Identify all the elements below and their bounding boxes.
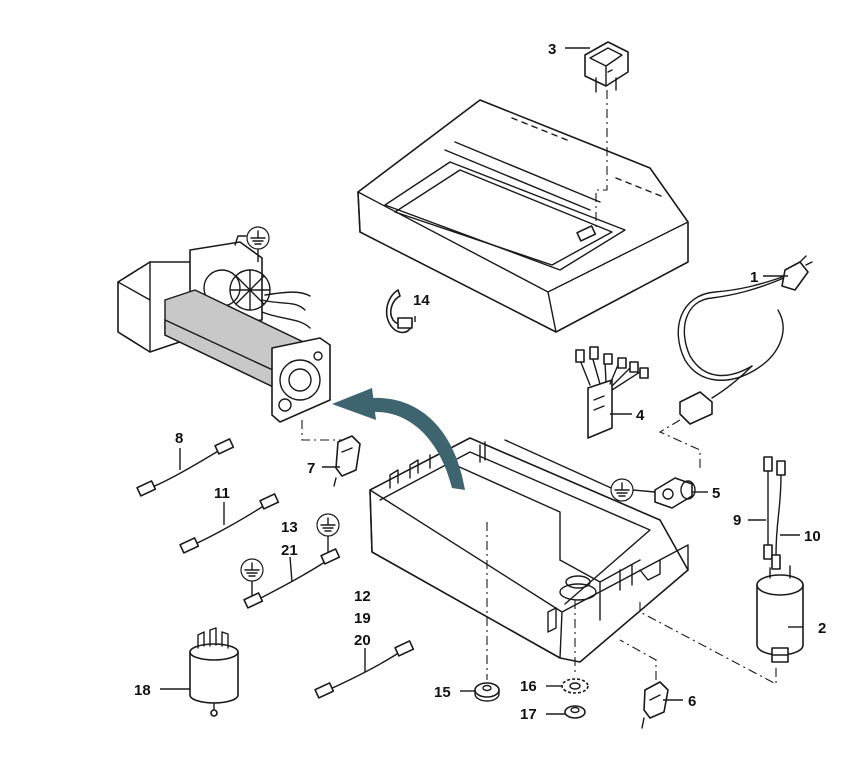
callout-3: 3 — [548, 41, 556, 58]
callout-5: 5 — [712, 485, 720, 502]
motor-assembly — [117, 235, 331, 423]
callout-10: 10 — [804, 528, 821, 545]
callout-7: 7 — [307, 460, 315, 477]
callout-4: 4 — [636, 407, 645, 424]
callout-1: 1 — [750, 269, 758, 286]
callout-6: 6 — [688, 693, 696, 710]
leader-lines — [160, 47, 803, 715]
callout-9: 9 — [733, 512, 741, 529]
callout-labels: 3 1 14 4 7 8 11 13 21 5 9 10 12 19 20 2 … — [134, 41, 826, 723]
assembly-arrow-icon — [332, 388, 465, 490]
lock-washer-16 — [561, 678, 589, 694]
micro-switch-7 — [333, 435, 361, 487]
callout-12: 12 — [354, 588, 371, 605]
wire-lead-12-19-20 — [314, 640, 415, 699]
wire-lead-8 — [136, 438, 235, 497]
ground-symbol-icon — [610, 478, 656, 502]
ground-symbol-icon — [246, 226, 270, 250]
housing-lid — [357, 99, 689, 333]
leads-9-10 — [763, 456, 786, 570]
callout-18: 18 — [134, 682, 151, 699]
callout-2: 2 — [818, 620, 826, 637]
base-tray — [369, 437, 689, 663]
nut-17 — [564, 705, 586, 719]
rocker-switch — [584, 41, 629, 93]
callout-15: 15 — [434, 684, 451, 701]
callout-8: 8 — [175, 430, 183, 447]
ground-symbol-icon — [316, 513, 340, 552]
cable-connector — [654, 477, 696, 509]
capacitor — [756, 565, 804, 663]
callout-19: 19 — [354, 610, 371, 627]
callout-11: 11 — [214, 485, 230, 502]
callout-17: 17 — [520, 706, 537, 723]
wire-lead-11 — [179, 493, 280, 554]
filter-component — [189, 627, 239, 717]
callout-13: 13 — [281, 519, 298, 536]
callout-14: 14 — [413, 292, 430, 309]
ground-symbol-icon — [240, 558, 264, 596]
power-cord — [677, 255, 813, 425]
micro-switch-6 — [641, 681, 669, 729]
washer-15 — [474, 682, 500, 702]
callout-21: 21 — [281, 542, 298, 559]
cable-tie — [385, 289, 413, 334]
callout-20: 20 — [354, 632, 371, 649]
circuit-board — [575, 346, 649, 439]
callout-16: 16 — [520, 678, 537, 695]
